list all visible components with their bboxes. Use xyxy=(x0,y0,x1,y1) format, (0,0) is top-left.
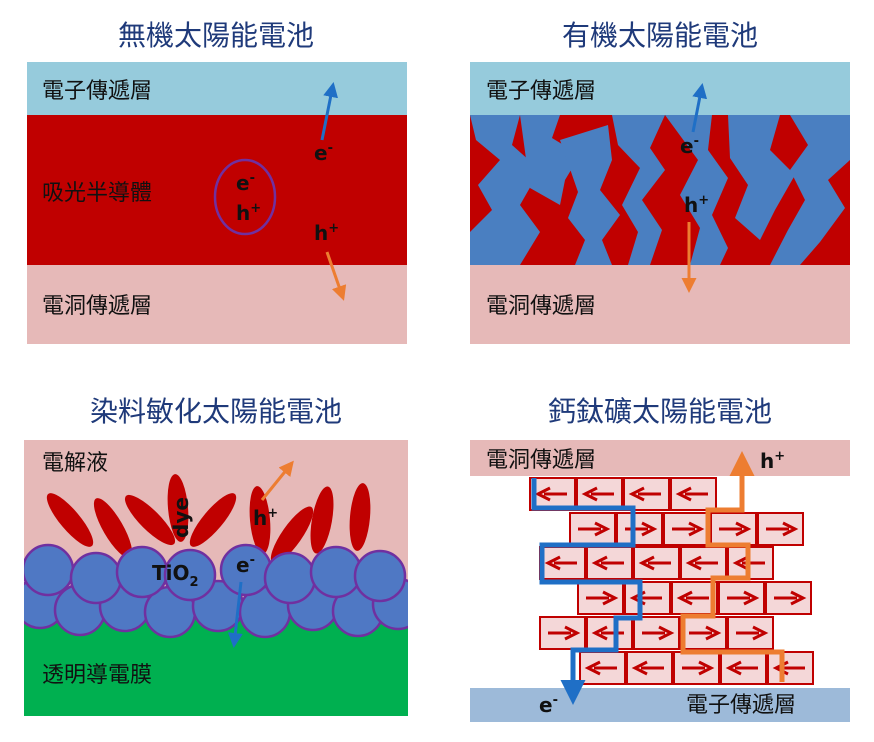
hole-path xyxy=(680,451,785,682)
hole-label: h+ xyxy=(684,193,709,217)
dye-molecule xyxy=(249,486,271,554)
panel-title: 無機太陽能電池 xyxy=(118,19,314,52)
dipole-left-arrow xyxy=(725,660,758,676)
dipole-right-arrow xyxy=(578,521,611,537)
electron-path xyxy=(531,478,643,705)
tio2-particle xyxy=(163,548,217,602)
dye-molecule xyxy=(270,506,314,564)
dipole-right-arrow xyxy=(727,590,760,606)
absorber-label: 吸光半導體 xyxy=(42,181,152,206)
dye-molecule xyxy=(310,486,334,554)
dye-molecule xyxy=(167,474,189,542)
tco-label: 透明導電膜 xyxy=(42,663,152,688)
dye-molecules xyxy=(46,474,371,564)
htl-layer xyxy=(470,440,850,476)
domain xyxy=(728,115,795,240)
dipole-right-arrow xyxy=(689,625,722,641)
dipole-right-arrow xyxy=(586,590,619,606)
electron-label: e- xyxy=(539,693,558,717)
electrolyte-label: 電解液 xyxy=(42,451,108,476)
dipole-left-arrow xyxy=(591,625,624,641)
perovskite-crystal xyxy=(529,477,814,685)
etl-layer xyxy=(470,62,850,115)
etl-label: 電子傳遞層 xyxy=(686,693,796,718)
htl-label: 電洞傳遞層 xyxy=(486,448,596,473)
etl-label: 電子傳遞層 xyxy=(486,79,596,104)
dipole-right-arrow xyxy=(672,521,705,537)
domain xyxy=(520,115,580,205)
dye-molecule xyxy=(124,494,176,546)
dipole-left-arrow xyxy=(591,555,624,571)
electron-label: e- xyxy=(236,553,255,577)
panel-perovskite: 鈣鈦礦太陽能電池 電洞傳遞層 電子傳遞層 h+ e- xyxy=(470,395,850,722)
dipole-left-arrow xyxy=(676,590,709,606)
htl-label: 電洞傳遞層 xyxy=(42,294,152,319)
panel-title: 染料敏化太陽能電池 xyxy=(90,395,342,428)
etl-label: 電子傳遞層 xyxy=(42,79,152,104)
dipole-right-arrow xyxy=(719,521,752,537)
absorber-layer xyxy=(27,115,407,265)
dipole-right-arrow xyxy=(682,660,715,676)
dipole-left-arrow xyxy=(685,555,718,571)
dye-molecule xyxy=(93,498,133,558)
domain xyxy=(560,125,620,265)
dipole-right-arrow xyxy=(548,625,581,641)
etl-layer xyxy=(470,688,850,722)
dipole-right-arrow xyxy=(736,625,769,641)
electron-arrow xyxy=(227,581,243,648)
dye-label: dye xyxy=(169,497,193,538)
tio2-particle xyxy=(309,545,363,599)
electron-label: e- xyxy=(680,134,699,158)
domain xyxy=(612,115,665,265)
etl-layer xyxy=(27,62,407,115)
panel-inorganic: 無機太陽能電池 電子傳遞層 吸光半導體 電洞傳遞層 e- h+ e- h+ xyxy=(27,19,407,344)
panel-title: 有機太陽能電池 xyxy=(562,19,758,52)
hole-label: h+ xyxy=(253,506,278,530)
hole-arrow xyxy=(325,251,347,301)
dipole-right-arrow xyxy=(774,590,807,606)
tio2-particle xyxy=(263,551,317,605)
domain xyxy=(770,115,850,265)
tio2-particle xyxy=(353,549,407,603)
htl-layer xyxy=(27,265,407,344)
domain xyxy=(665,115,728,265)
htl-label: 電洞傳遞層 xyxy=(486,294,596,319)
dipole-right-arrow xyxy=(625,521,658,537)
domain xyxy=(470,115,540,265)
dipole-right-arrow xyxy=(766,521,799,537)
tio2-particle xyxy=(69,551,123,605)
dipole-left-arrow xyxy=(581,486,614,502)
dipole-left-arrow xyxy=(638,555,671,571)
dipole-left-arrow xyxy=(544,555,577,571)
dipole-left-arrow xyxy=(675,486,708,502)
hole-label: h+ xyxy=(314,221,339,245)
htl-layer xyxy=(470,265,850,344)
dipole-left-arrow xyxy=(584,660,617,676)
dye-molecule xyxy=(46,493,94,547)
dipole-left-arrow xyxy=(534,486,567,502)
dipole-right-arrow xyxy=(642,625,675,641)
panel-dye-sensitized: 染料敏化太陽能電池 xyxy=(24,395,408,716)
dipole-left-arrow xyxy=(628,486,661,502)
hole-arrow xyxy=(260,460,294,501)
dye-molecule xyxy=(189,493,237,547)
panel-organic: 有機太陽能電池 電子傳遞層 電洞傳遞層 e- h+ xyxy=(470,19,850,344)
panel-title: 鈣鈦礦太陽能電池 xyxy=(548,395,772,428)
dipole-left-arrow xyxy=(631,660,664,676)
exciton-electron: e- xyxy=(236,171,255,195)
electron-arrow xyxy=(320,82,339,141)
exciton-circle xyxy=(213,158,277,236)
tio2-particle xyxy=(24,543,75,597)
donor-acceptor-network xyxy=(470,115,850,265)
dye-molecule xyxy=(349,483,371,551)
tio2-label: TiO2 xyxy=(152,561,199,590)
electron-arrow xyxy=(691,83,708,133)
tio2-nanoparticles xyxy=(24,543,408,639)
exciton-hole: h+ xyxy=(236,201,261,225)
hole-label: h+ xyxy=(760,449,785,473)
electron-label: e- xyxy=(314,141,333,165)
